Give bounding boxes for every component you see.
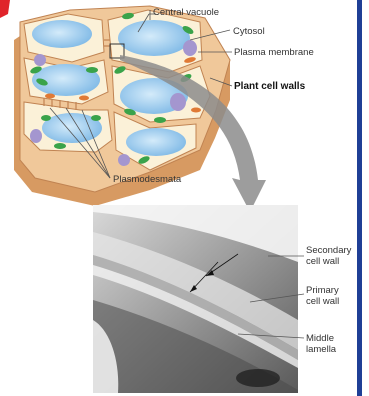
central-vacuole (126, 128, 186, 156)
primary-cell-wall-label-line1: Primary (306, 285, 339, 296)
central-vacuole-label: Central vacuole (153, 7, 219, 18)
plasma-membrane-label: Plasma membrane (234, 47, 314, 58)
nucleus (118, 154, 130, 166)
central-vacuole (32, 20, 92, 48)
electron-micrograph (93, 205, 298, 393)
cytosol-label: Cytosol (233, 26, 265, 37)
nucleus (183, 40, 197, 56)
middle-lamella-label-line2: lamella (306, 344, 336, 355)
nucleus (34, 54, 46, 66)
primary-cell-wall-label-line2: cell wall (306, 296, 339, 307)
plasmodesmata-label: Plasmodesmata (113, 174, 181, 185)
nucleus (30, 129, 42, 143)
plant-cell-walls-label: Plant cell walls (234, 81, 305, 92)
secondary-cell-wall-label-line1: Secondary (306, 245, 351, 256)
central-vacuole (118, 20, 190, 56)
middle-lamella-label-line1: Middle (306, 333, 334, 344)
nucleus (170, 93, 186, 111)
frame-border (357, 0, 362, 396)
corner-mark (0, 0, 10, 18)
secondary-cell-wall-label-line2: cell wall (306, 256, 339, 267)
